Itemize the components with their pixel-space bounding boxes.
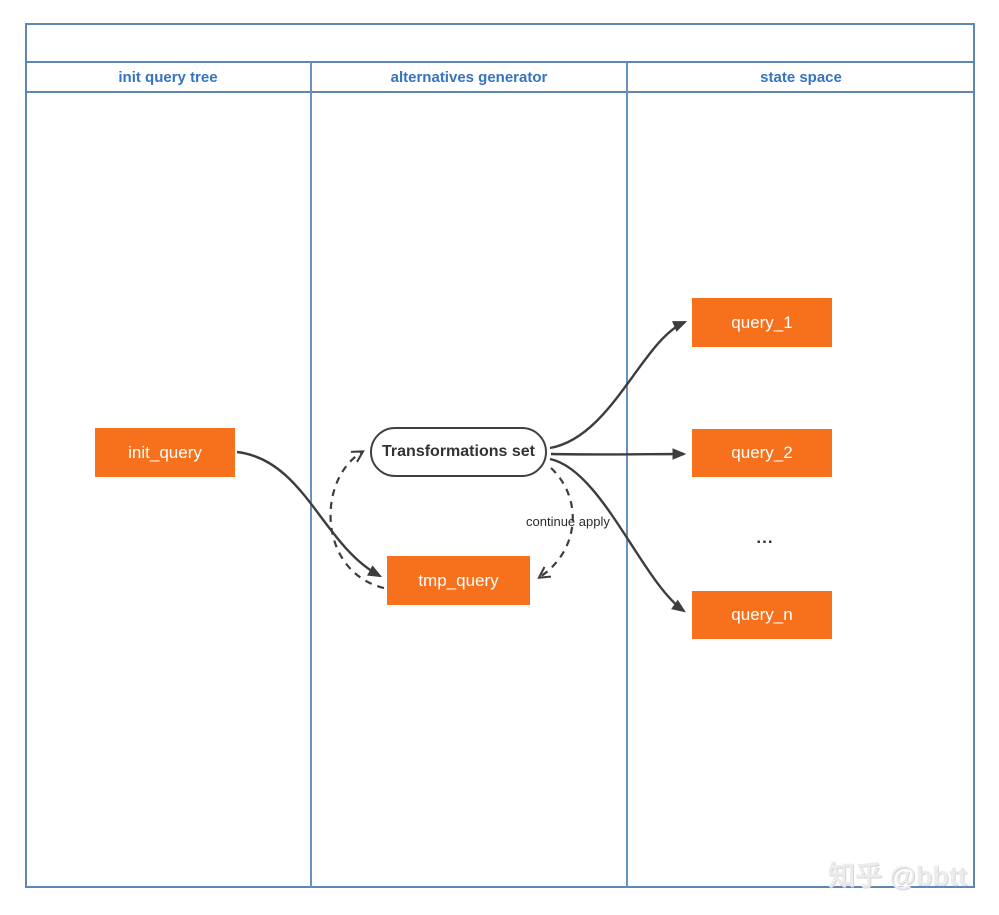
title-strip bbox=[25, 23, 975, 63]
watermark: 知乎 @bbtt bbox=[828, 861, 967, 891]
node-query-n: query_n bbox=[692, 591, 832, 639]
node-query-1: query_1 bbox=[692, 298, 832, 347]
node-transformations-set: Transformations set bbox=[370, 427, 547, 477]
lane-divider-1 bbox=[310, 63, 312, 888]
node-query-2: query_2 bbox=[692, 429, 832, 477]
lane-header-init-query-tree: init query tree bbox=[118, 68, 218, 86]
lane-header-state-space: state space bbox=[760, 68, 842, 86]
lane-divider-2 bbox=[626, 63, 628, 888]
lane-header-alternatives-generator: alternatives generator bbox=[390, 68, 548, 86]
continue-apply-label: continue apply bbox=[526, 514, 610, 529]
queries-ellipsis: ... bbox=[756, 528, 774, 547]
node-init-query: init_query bbox=[95, 428, 235, 477]
lane-header-row: init query tree alternatives generator s… bbox=[25, 63, 975, 93]
node-tmp-query: tmp_query bbox=[387, 556, 530, 605]
